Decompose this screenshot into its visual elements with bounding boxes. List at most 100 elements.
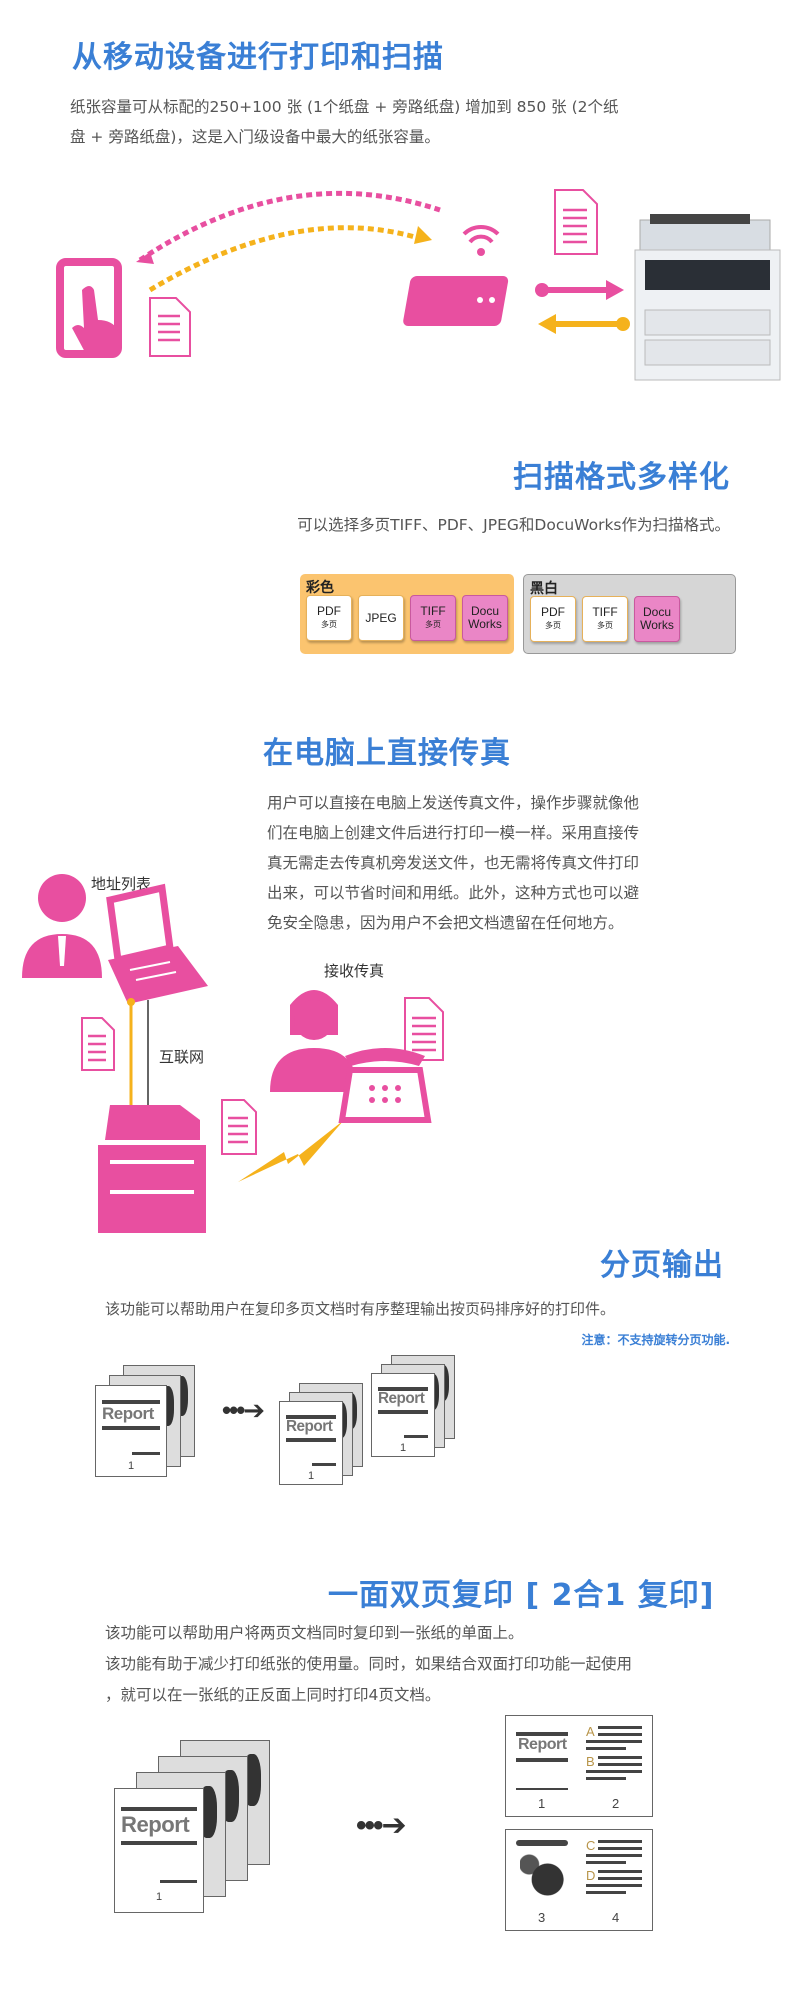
page-number: 1 bbox=[538, 1796, 546, 1811]
title-bar bbox=[516, 1840, 568, 1846]
title-bar bbox=[286, 1438, 336, 1442]
send-arc bbox=[138, 190, 441, 263]
printer-device-icon bbox=[634, 214, 781, 381]
format-chip: TIFF 多页 bbox=[582, 596, 628, 642]
title-bar bbox=[121, 1807, 197, 1812]
paragraph-line: 们在电脑上创建文件后进行打印一模一样。采用直接传 bbox=[267, 824, 640, 842]
text-line bbox=[586, 1770, 642, 1773]
color-group-label: 彩色 bbox=[306, 580, 334, 596]
fax-illustration bbox=[22, 874, 444, 1233]
arrow-left-icon bbox=[538, 314, 630, 334]
format-sub: 多页 bbox=[425, 620, 441, 629]
title-bar bbox=[378, 1386, 428, 1391]
page-number: 1 bbox=[400, 1441, 407, 1454]
original-pages-stack: Report 1 bbox=[95, 1365, 210, 1490]
text-line bbox=[598, 1763, 642, 1766]
title-bar bbox=[102, 1400, 160, 1404]
footer-bar bbox=[404, 1434, 428, 1438]
text-line bbox=[586, 1777, 626, 1780]
fax-paragraph: 用户可以直接在电脑上发送传真文件，操作步骤就像他 们在电脑上创建文件后进行打印一… bbox=[267, 788, 639, 938]
internet-label: 互联网 bbox=[159, 1048, 205, 1066]
front-page: Report 1 bbox=[95, 1385, 167, 1477]
text-line bbox=[598, 1733, 642, 1736]
mobile-paragraph: 纸张容量可从标配的250+100 张 (1个纸盘 + 旁路纸盘) 增加到 850… bbox=[70, 92, 619, 152]
format-name: TIFF bbox=[592, 605, 618, 619]
format-name: PDF bbox=[317, 604, 341, 618]
section-letter: C bbox=[586, 1838, 596, 1853]
map-graphic bbox=[520, 1852, 566, 1902]
page-number: 1 bbox=[156, 1890, 163, 1903]
page-number: 2 bbox=[612, 1796, 620, 1811]
arrow-icon: •••➔ bbox=[356, 1809, 407, 1842]
format-chip: PDF 多页 bbox=[306, 595, 352, 641]
text-line bbox=[586, 1740, 642, 1743]
front-page: Report 1 bbox=[114, 1788, 204, 1913]
title-bar bbox=[286, 1414, 336, 1419]
report-label: Report bbox=[378, 1390, 425, 1408]
section-title-nup: 一面双页复印 [ 2合1 复印] bbox=[328, 1578, 715, 1613]
text-line bbox=[598, 1756, 642, 1759]
paragraph-line: 盘 + 旁路纸盘)，这是入门级设备中最大的纸张容量。 bbox=[70, 128, 440, 146]
section-title-fax: 在电脑上直接传真 bbox=[263, 736, 511, 771]
document-icon bbox=[221, 1099, 257, 1155]
nup-paragraph: 该功能可以帮助用户将两页文档同时复印到一张纸的单面上。 该功能有助于减少打印纸张… bbox=[105, 1618, 632, 1711]
title-bar bbox=[102, 1426, 160, 1430]
text-line bbox=[586, 1854, 642, 1857]
format-sub: 多页 bbox=[597, 621, 613, 630]
title-bar bbox=[516, 1758, 568, 1762]
receive-arc bbox=[148, 225, 426, 293]
report-label: Report bbox=[121, 1812, 190, 1838]
text-line bbox=[598, 1870, 642, 1873]
collate-note: 注意：不支持旋转分页功能. bbox=[581, 1333, 730, 1347]
section-letter: A bbox=[586, 1724, 595, 1739]
paragraph-line: 纸张容量可从标配的250+100 张 (1个纸盘 + 旁路纸盘) 增加到 850… bbox=[70, 98, 619, 116]
mobile-print-illustration bbox=[56, 189, 781, 381]
format-chip: Docu Works bbox=[462, 595, 508, 641]
title-bar bbox=[516, 1732, 568, 1736]
footer-bar bbox=[312, 1462, 336, 1466]
title-bar bbox=[121, 1841, 197, 1845]
text-line bbox=[586, 1861, 626, 1864]
scan-paragraph: 可以选择多页TIFF、PDF、JPEG和DocuWorks作为扫描格式。 bbox=[297, 516, 730, 534]
footer-bar bbox=[132, 1452, 160, 1455]
footer-bar bbox=[516, 1788, 568, 1790]
laptop-icon bbox=[106, 883, 208, 1004]
format-chip: JPEG bbox=[358, 595, 404, 641]
text-line bbox=[598, 1840, 642, 1843]
report-label: Report bbox=[286, 1418, 333, 1436]
format-sub: 多页 bbox=[321, 620, 337, 629]
format-name: Docu Works bbox=[468, 604, 502, 631]
arrow-right-icon bbox=[535, 280, 624, 300]
section-letter: D bbox=[586, 1868, 596, 1883]
collate-paragraph: 该功能可以帮助用户在复印多页文档时有序整理输出按页码排序好的打印件。 bbox=[105, 1300, 616, 1318]
businesswoman-icon bbox=[270, 990, 358, 1092]
collated-set: Report 1 bbox=[371, 1355, 461, 1485]
document-icon bbox=[404, 997, 444, 1061]
lightning-icon bbox=[238, 1120, 344, 1182]
page-number: 1 bbox=[128, 1460, 135, 1472]
paragraph-line: ，就可以在一张纸的正反面上同时打印4页文档。 bbox=[105, 1686, 441, 1704]
page-number: 4 bbox=[612, 1910, 620, 1925]
section-title-mobile: 从移动设备进行打印和扫描 bbox=[72, 40, 444, 75]
text-line bbox=[598, 1877, 642, 1880]
receive-fax-label: 接收传真 bbox=[324, 962, 385, 980]
businessman-icon bbox=[22, 874, 102, 978]
bw-group-label: 黑白 bbox=[530, 581, 558, 597]
address-list-label: 地址列表 bbox=[91, 875, 152, 893]
format-sub: 多页 bbox=[545, 621, 561, 630]
original-pages-stack: Report 1 bbox=[114, 1740, 304, 1965]
report-label: Report bbox=[102, 1404, 154, 1423]
footer-bar bbox=[160, 1880, 197, 1884]
report-label: Report bbox=[518, 1736, 567, 1753]
text-line bbox=[586, 1747, 626, 1750]
paragraph-line: 该功能可以帮助用户将两页文档同时复印到一张纸的单面上。 bbox=[105, 1624, 524, 1642]
text-line bbox=[598, 1726, 642, 1729]
text-line bbox=[598, 1847, 642, 1850]
